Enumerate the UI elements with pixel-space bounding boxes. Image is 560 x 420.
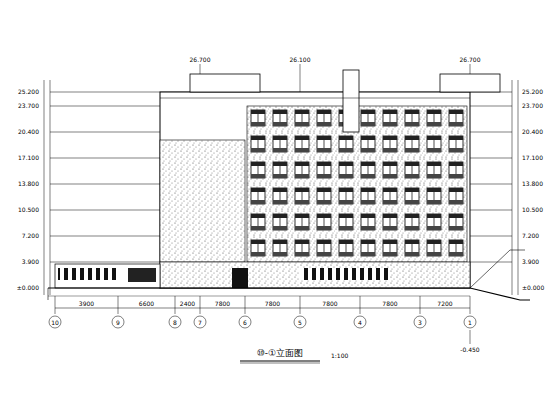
level-mark: ±0.000	[521, 284, 545, 291]
dimension: 2400	[179, 300, 196, 307]
axis-number: 10	[50, 319, 60, 326]
level-mark: 7.200	[21, 232, 40, 239]
dimension: 7800	[264, 300, 281, 307]
dimension: 7800	[321, 300, 338, 307]
dimension: 7200	[436, 300, 453, 307]
scale-note: 1:100	[330, 352, 349, 359]
axis-number: 4	[357, 319, 363, 326]
level-mark: 20.400	[521, 128, 544, 135]
axis-number: 1	[467, 319, 473, 326]
level-mark: 13.800	[521, 180, 544, 187]
level-mark: 17.100	[521, 154, 544, 161]
axis-number: 5	[297, 319, 303, 326]
level-mark: 3.900	[21, 258, 40, 265]
dimension: 6600	[138, 300, 155, 307]
level-mark: 17.100	[17, 154, 40, 161]
drawing-title: ⑩-①立面图	[255, 348, 305, 359]
axis-number: 9	[115, 319, 121, 326]
dimension: 3900	[78, 300, 95, 307]
level-mark: 25.200	[521, 88, 544, 95]
dimension: 7800	[381, 300, 398, 307]
level-mark: ±0.000	[16, 284, 40, 291]
dimension: 7800	[214, 300, 231, 307]
elevation-callout: -0.450	[459, 346, 480, 353]
elevation-callout: 26.700	[459, 56, 482, 63]
level-mark: 23.700	[17, 102, 40, 109]
level-mark: 13.800	[17, 180, 40, 187]
axis-number: 6	[242, 319, 248, 326]
level-mark: 25.200	[17, 88, 40, 95]
axis-number: 3	[417, 319, 423, 326]
level-mark: 23.700	[521, 102, 544, 109]
elevation-callout: 26.700	[189, 56, 212, 63]
level-mark: 10.500	[521, 206, 544, 213]
level-mark: 10.500	[17, 206, 40, 213]
axis-number: 7	[197, 319, 203, 326]
elevation-callout: 26.100	[289, 56, 312, 63]
level-mark: 7.200	[521, 232, 540, 239]
axis-number: 8	[172, 319, 178, 326]
level-mark: 3.900	[521, 258, 540, 265]
level-mark: 20.400	[17, 128, 40, 135]
